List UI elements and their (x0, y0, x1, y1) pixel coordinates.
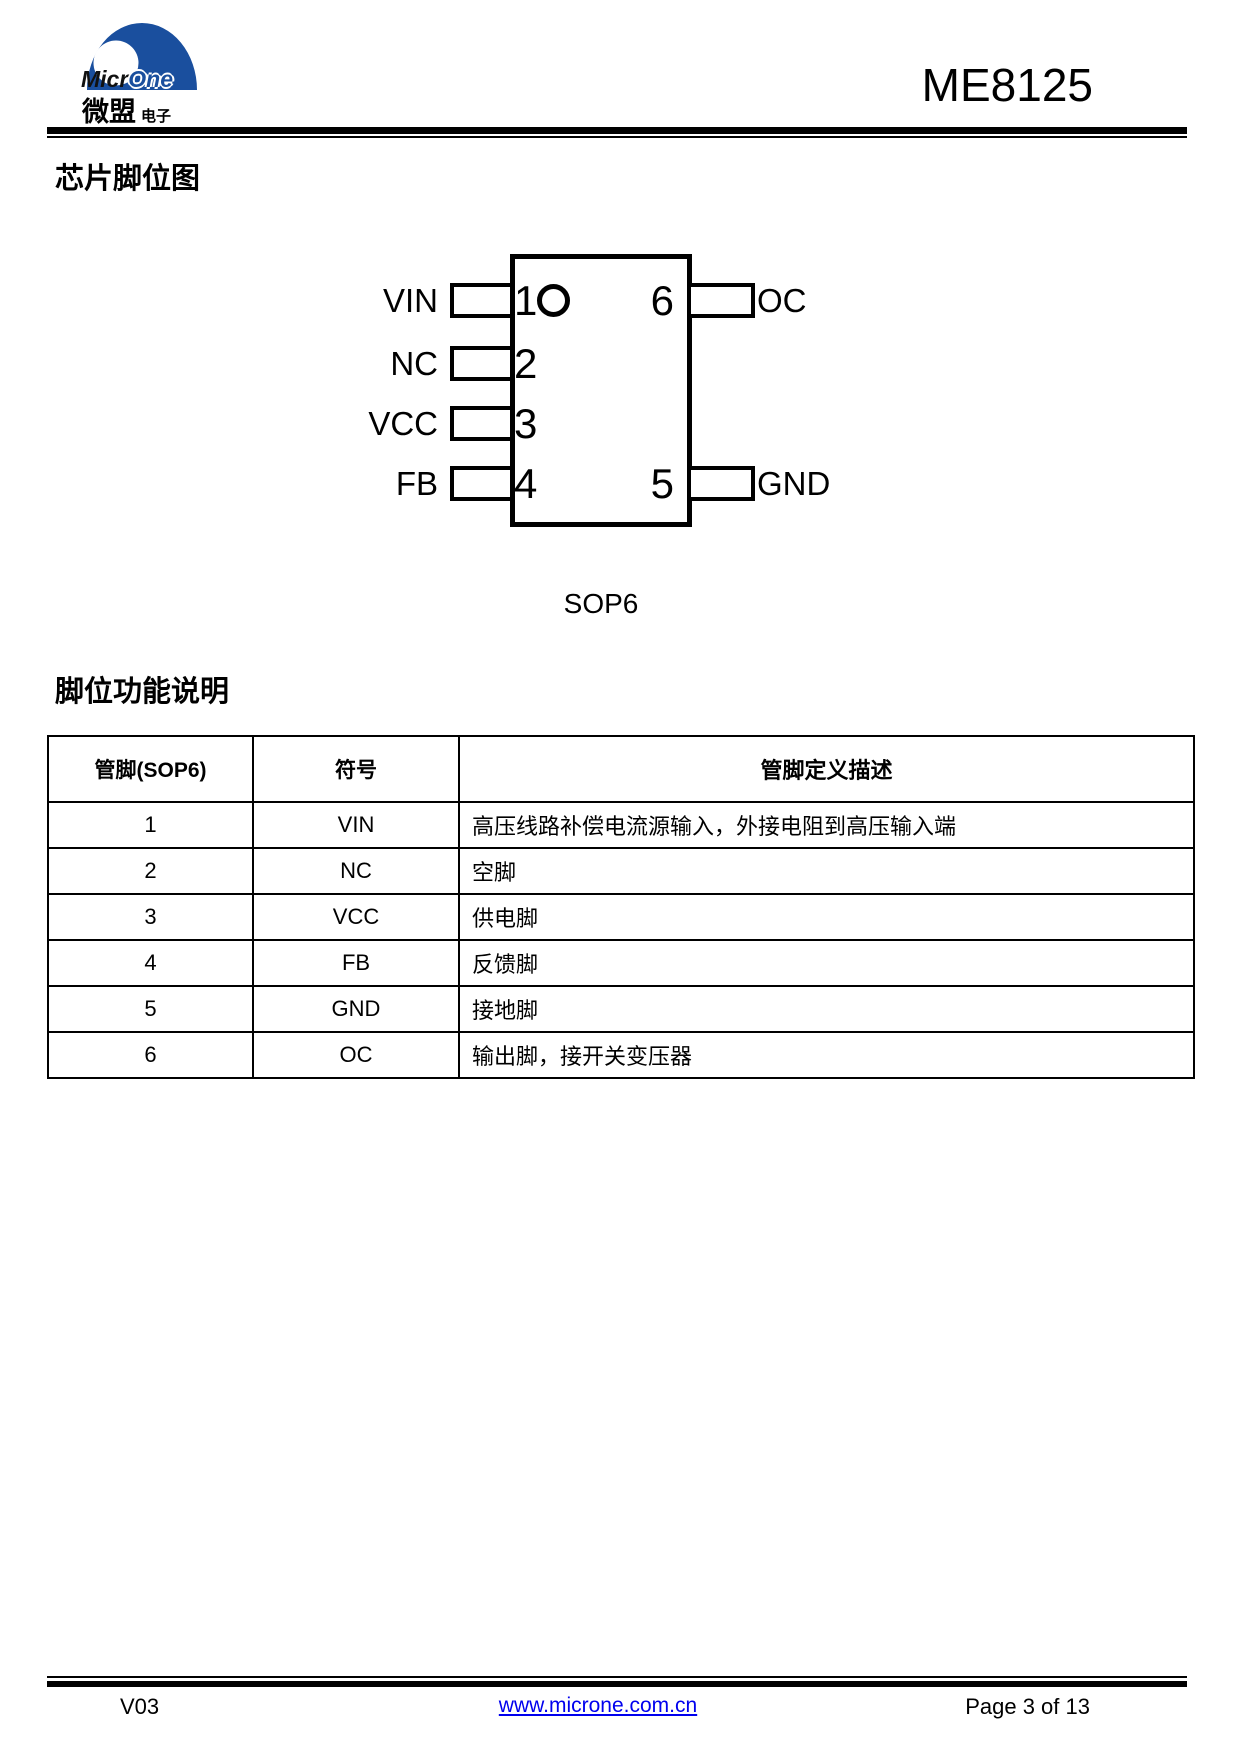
pin-function-section-heading: 脚位功能说明 (55, 676, 230, 708)
pin-2-number: 2 (514, 340, 538, 387)
footer-website-link[interactable]: www.microne.com.cn (498, 1694, 698, 1717)
pin-4-lead (450, 466, 514, 501)
brand-cn-large: 微盟 (82, 97, 136, 127)
footer-rule-thin (47, 1676, 1187, 1678)
col-header-desc: 管脚定义描述 (458, 735, 1195, 803)
footer-rule-thick (47, 1681, 1187, 1687)
pin-1-number: 1 (514, 277, 538, 324)
table-row: 4 FB 反馈脚 (47, 939, 1195, 987)
pin-5-number: 5 (650, 460, 674, 507)
pin-1-lead (450, 283, 514, 318)
table-row: 2 NC 空脚 (47, 847, 1195, 895)
col-header-symbol: 符号 (252, 735, 460, 803)
brand-name-blue: One (128, 66, 174, 92)
header-rule-thick (47, 127, 1187, 134)
pin-4-label: FB (395, 465, 438, 502)
microne-logo-icon (87, 23, 197, 90)
package-label: SOP6 (563, 588, 639, 619)
brand-name: MicrOne (81, 66, 173, 93)
pin-2-lead (450, 346, 514, 381)
pin-5-lead (687, 466, 755, 501)
pin-number-cell: 2 (47, 847, 254, 895)
table-row: 3 VCC 供电脚 (47, 893, 1195, 941)
pin-6-label: OC (757, 282, 807, 319)
pin-3-lead (450, 406, 514, 441)
pin-1-label: VIN (382, 282, 438, 319)
col-header-pin: 管脚(SOP6) (47, 735, 254, 803)
brand-name-chinese: 微盟电子 (82, 90, 171, 129)
pin-desc-cell: 输出脚，接开关变压器 (458, 1031, 1195, 1079)
pin-number-cell: 6 (47, 1031, 254, 1079)
pin-3-label: VCC (368, 405, 438, 442)
pin-6-number: 6 (650, 277, 674, 324)
pin-symbol-cell: GND (252, 985, 460, 1033)
pin-function-table: 管脚(SOP6) 符号 管脚定义描述 1 VIN 高压线路补偿电流源输入，外接电… (47, 735, 1195, 1079)
pinout-section-heading: 芯片脚位图 (55, 163, 201, 195)
pin-number-cell: 1 (47, 801, 254, 849)
pin-symbol-cell: NC (252, 847, 460, 895)
pin-desc-cell: 反馈脚 (458, 939, 1195, 987)
pin-desc-cell: 空脚 (458, 847, 1195, 895)
brand-name-black: Micr (81, 66, 129, 92)
pin-desc-cell: 接地脚 (458, 985, 1195, 1033)
pin-5-label: GND (757, 465, 831, 502)
pin-symbol-cell: OC (252, 1031, 460, 1079)
pin-desc-cell: 高压线路补偿电流源输入，外接电阻到高压输入端 (458, 801, 1195, 849)
table-header-row: 管脚(SOP6) 符号 管脚定义描述 (47, 735, 1195, 803)
table-row: 6 OC 输出脚，接开关变压器 (47, 1031, 1195, 1079)
footer-page-number: Page 3 of 13 (965, 1694, 1090, 1719)
pin-symbol-cell: FB (252, 939, 460, 987)
pin-6-lead (687, 283, 755, 318)
table-row: 1 VIN 高压线路补偿电流源输入，外接电阻到高压输入端 (47, 801, 1195, 849)
pin-3-number: 3 (514, 400, 538, 447)
pin-symbol-cell: VIN (252, 801, 460, 849)
pin-2-label: NC (390, 345, 438, 382)
brand-cn-small: 电子 (141, 109, 172, 125)
pin-number-cell: 3 (47, 893, 254, 941)
pin-1-indicator-icon (537, 284, 570, 317)
footer-version: V03 (120, 1694, 160, 1719)
pin-number-cell: 4 (47, 939, 254, 987)
pin-symbol-cell: VCC (252, 893, 460, 941)
table-row: 5 GND 接地脚 (47, 985, 1195, 1033)
pin-number-cell: 5 (47, 985, 254, 1033)
header-rule-thin (47, 136, 1187, 138)
pin-desc-cell: 供电脚 (458, 893, 1195, 941)
part-number-title: ME8125 (921, 59, 1093, 111)
pin-4-number: 4 (514, 460, 538, 507)
